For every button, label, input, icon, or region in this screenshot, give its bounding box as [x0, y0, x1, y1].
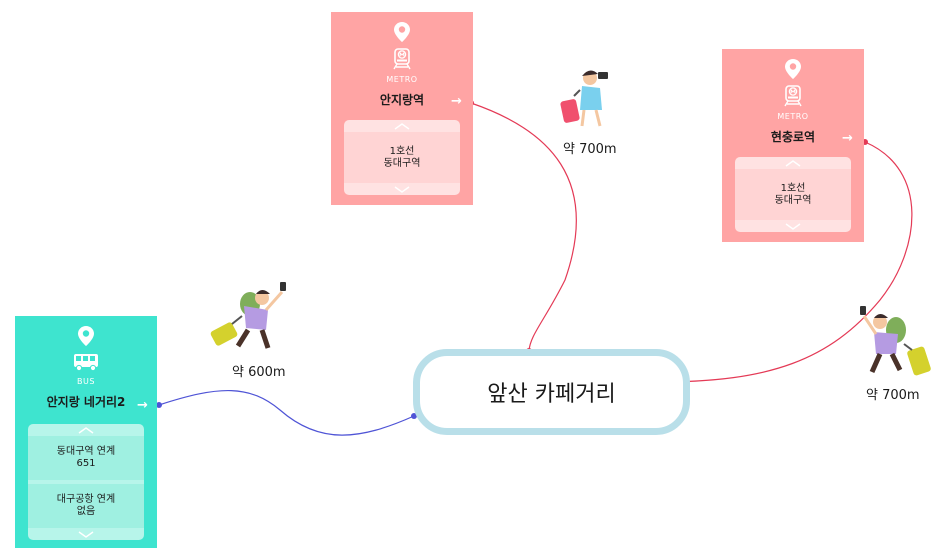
path-anjirang	[470, 102, 577, 352]
chevron-down-icon[interactable]	[735, 220, 851, 232]
chevron-down-icon[interactable]	[344, 183, 460, 195]
station-name: 안지랑역	[379, 93, 425, 107]
bus-icon	[73, 352, 99, 376]
arrow-right-icon: →	[842, 131, 853, 146]
destination-hub[interactable]: 앞산 카페거리	[413, 349, 690, 435]
distance-label-hyeonchung: 약 700m	[866, 388, 920, 403]
station-card-bus[interactable]: BUS 안지랑 네거리2 → 동대구역 연계 651 대구공항 연계 없음	[15, 316, 157, 548]
distance-label-anjirang: 약 700m	[563, 142, 617, 157]
transport-type-label: METRO	[386, 75, 418, 84]
station-name: 현충로역	[770, 130, 816, 144]
transport-type-label: METRO	[777, 112, 809, 121]
line-list: 1호선 동대구역	[735, 157, 851, 232]
bus-link-item: 동대구역 연계 651	[28, 436, 144, 480]
station-card-anjirang[interactable]: METRO 안지랑역 → 1호선 동대구역	[331, 12, 473, 205]
location-pin-icon	[394, 22, 410, 46]
location-pin-icon	[78, 326, 94, 350]
station-name: 안지랑 네거리2	[46, 395, 126, 409]
traveler-running-illustration	[208, 280, 296, 360]
path-bus	[158, 390, 415, 436]
line-item: 1호선 동대구역	[735, 169, 851, 220]
chevron-up-icon[interactable]	[344, 120, 460, 132]
destination-label: 앞산 카페거리	[487, 382, 616, 407]
bus-link-item: 대구공항 연계 없음	[28, 484, 144, 528]
transport-type-label: BUS	[77, 377, 95, 386]
line-list: 1호선 동대구역	[344, 120, 460, 195]
station-card-hyeonchung[interactable]: METRO 현충로역 → 1호선 동대구역	[722, 49, 864, 242]
arrow-right-icon: →	[137, 398, 148, 413]
traveler-camera-illustration	[560, 66, 616, 134]
metro-train-icon	[783, 85, 803, 111]
arrow-right-icon: →	[451, 94, 462, 109]
line-list: 동대구역 연계 651 대구공항 연계 없음	[28, 424, 144, 540]
chevron-up-icon[interactable]	[28, 424, 144, 436]
location-pin-icon	[785, 59, 801, 83]
line-item: 1호선 동대구역	[344, 132, 460, 183]
distance-label-bus: 약 600m	[232, 365, 286, 380]
traveler-running-illustration	[850, 304, 938, 384]
chevron-down-icon[interactable]	[28, 528, 144, 540]
metro-train-icon	[392, 48, 412, 74]
path-hyeonchung	[658, 141, 913, 383]
chevron-up-icon[interactable]	[735, 157, 851, 169]
